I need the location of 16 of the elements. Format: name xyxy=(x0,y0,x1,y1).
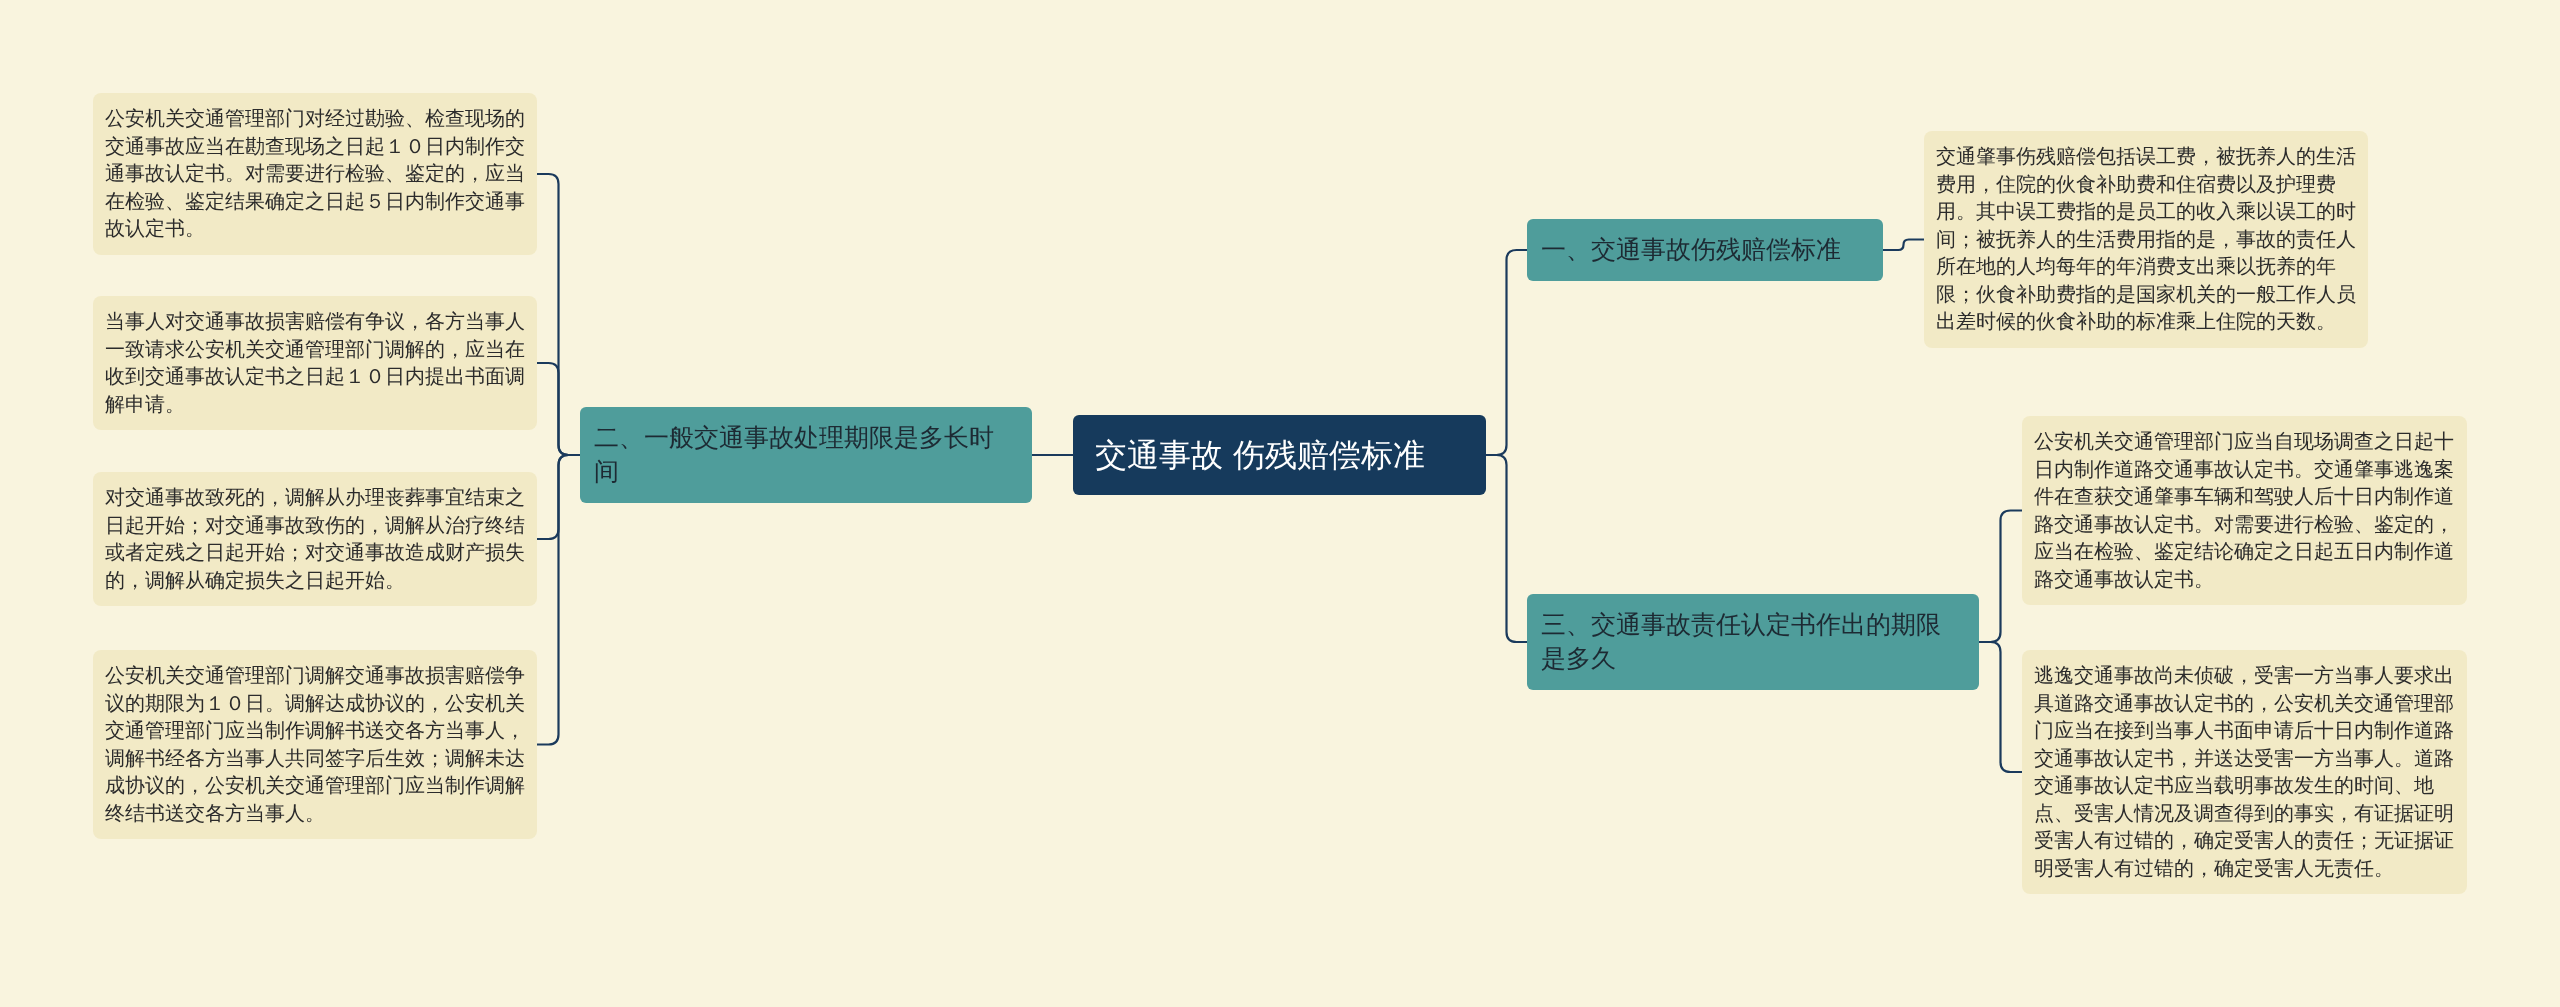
detail-note-box: 对交通事故致死的，调解从办理丧葬事宜结束之日起开始；对交通事故致伤的，调解从治疗终结或者定残之日起开始；对交通事故造成财产损失的，调解从确定损失之日起开始。 xyxy=(93,472,537,606)
branch-topic-box: 三、交通事故责任认定书作出的期限是多久 xyxy=(1527,594,1979,690)
branch-topic-box: 一、交通事故伤残赔偿标准 xyxy=(1527,219,1883,281)
branch-topic-box: 二、一般交通事故处理期限是多长时间 xyxy=(580,407,1032,503)
detail-note-box: 逃逸交通事故尚未侦破，受害一方当事人要求出具道路交通事故认定书的，公安机关交通管理部门应当在接到当事人书面申请后十日内制作道路交通事故认定书，并送达受害一方当事人。道路交通事故认定书应当载明事故发生的时间、地点、受害人情况及调查得到的事实，有证据证明受害人有过错的，确定受害人的责任；无证据证明受害人有过错的，确定受害人无责任。 xyxy=(2022,650,2467,894)
root-topic-box: 交通事故 伤残赔偿标准 xyxy=(1073,415,1486,495)
detail-note-box: 公安机关交通管理部门调解交通事故损害赔偿争议的期限为１０日。调解达成协议的，公安机关交通管理部门应当制作调解书送交各方当事人，调解书经各方当事人共同签字后生效；调解未达成协议的，公安机关交通管理部门应当制作调解终结书送交各方当事人。 xyxy=(93,650,537,839)
connector-line xyxy=(1979,640,2022,774)
detail-note-box: 交通肇事伤残赔偿包括误工费，被抚养人的生活费用，住院的伙食补助费和住宿费以及护理费用。其中误工费指的是员工的收入乘以误工的时间；被抚养人的生活费用指的是，事故的责任人所在地的人均每年的年消费支出乘以抚养的年限；伙食补助费指的是国家机关的一般工作人员出差时候的伙食补助的标准乘上住院的天数。 xyxy=(1924,131,2368,348)
detail-note-box: 公安机关交通管理部门对经过勘验、检查现场的交通事故应当在勘查现场之日起１０日内制作交通事故认定书。对需要进行检验、鉴定的，应当在检验、鉴定结果确定之日起５日内制作交通事故认定书。 xyxy=(93,93,537,255)
connector-line xyxy=(1486,453,1527,644)
detail-note-box: 公安机关交通管理部门应当自现场调查之日起十日内制作道路交通事故认定书。交通肇事逃逸案件在查获交通肇事车辆和驾驶人后十日内制作道路交通事故认定书。对需要进行检验、鉴定的，应当在检验、鉴定结论确定之日起五日内制作道路交通事故认定书。 xyxy=(2022,416,2467,605)
detail-note-box: 当事人对交通事故损害赔偿有争议，各方当事人一致请求公安机关交通管理部门调解的，应当在收到交通事故认定书之日起１０日内提出书面调解申请。 xyxy=(93,296,537,430)
connector-line xyxy=(1032,453,1073,457)
connector-line xyxy=(1883,238,1924,252)
connector-line xyxy=(537,453,580,746)
